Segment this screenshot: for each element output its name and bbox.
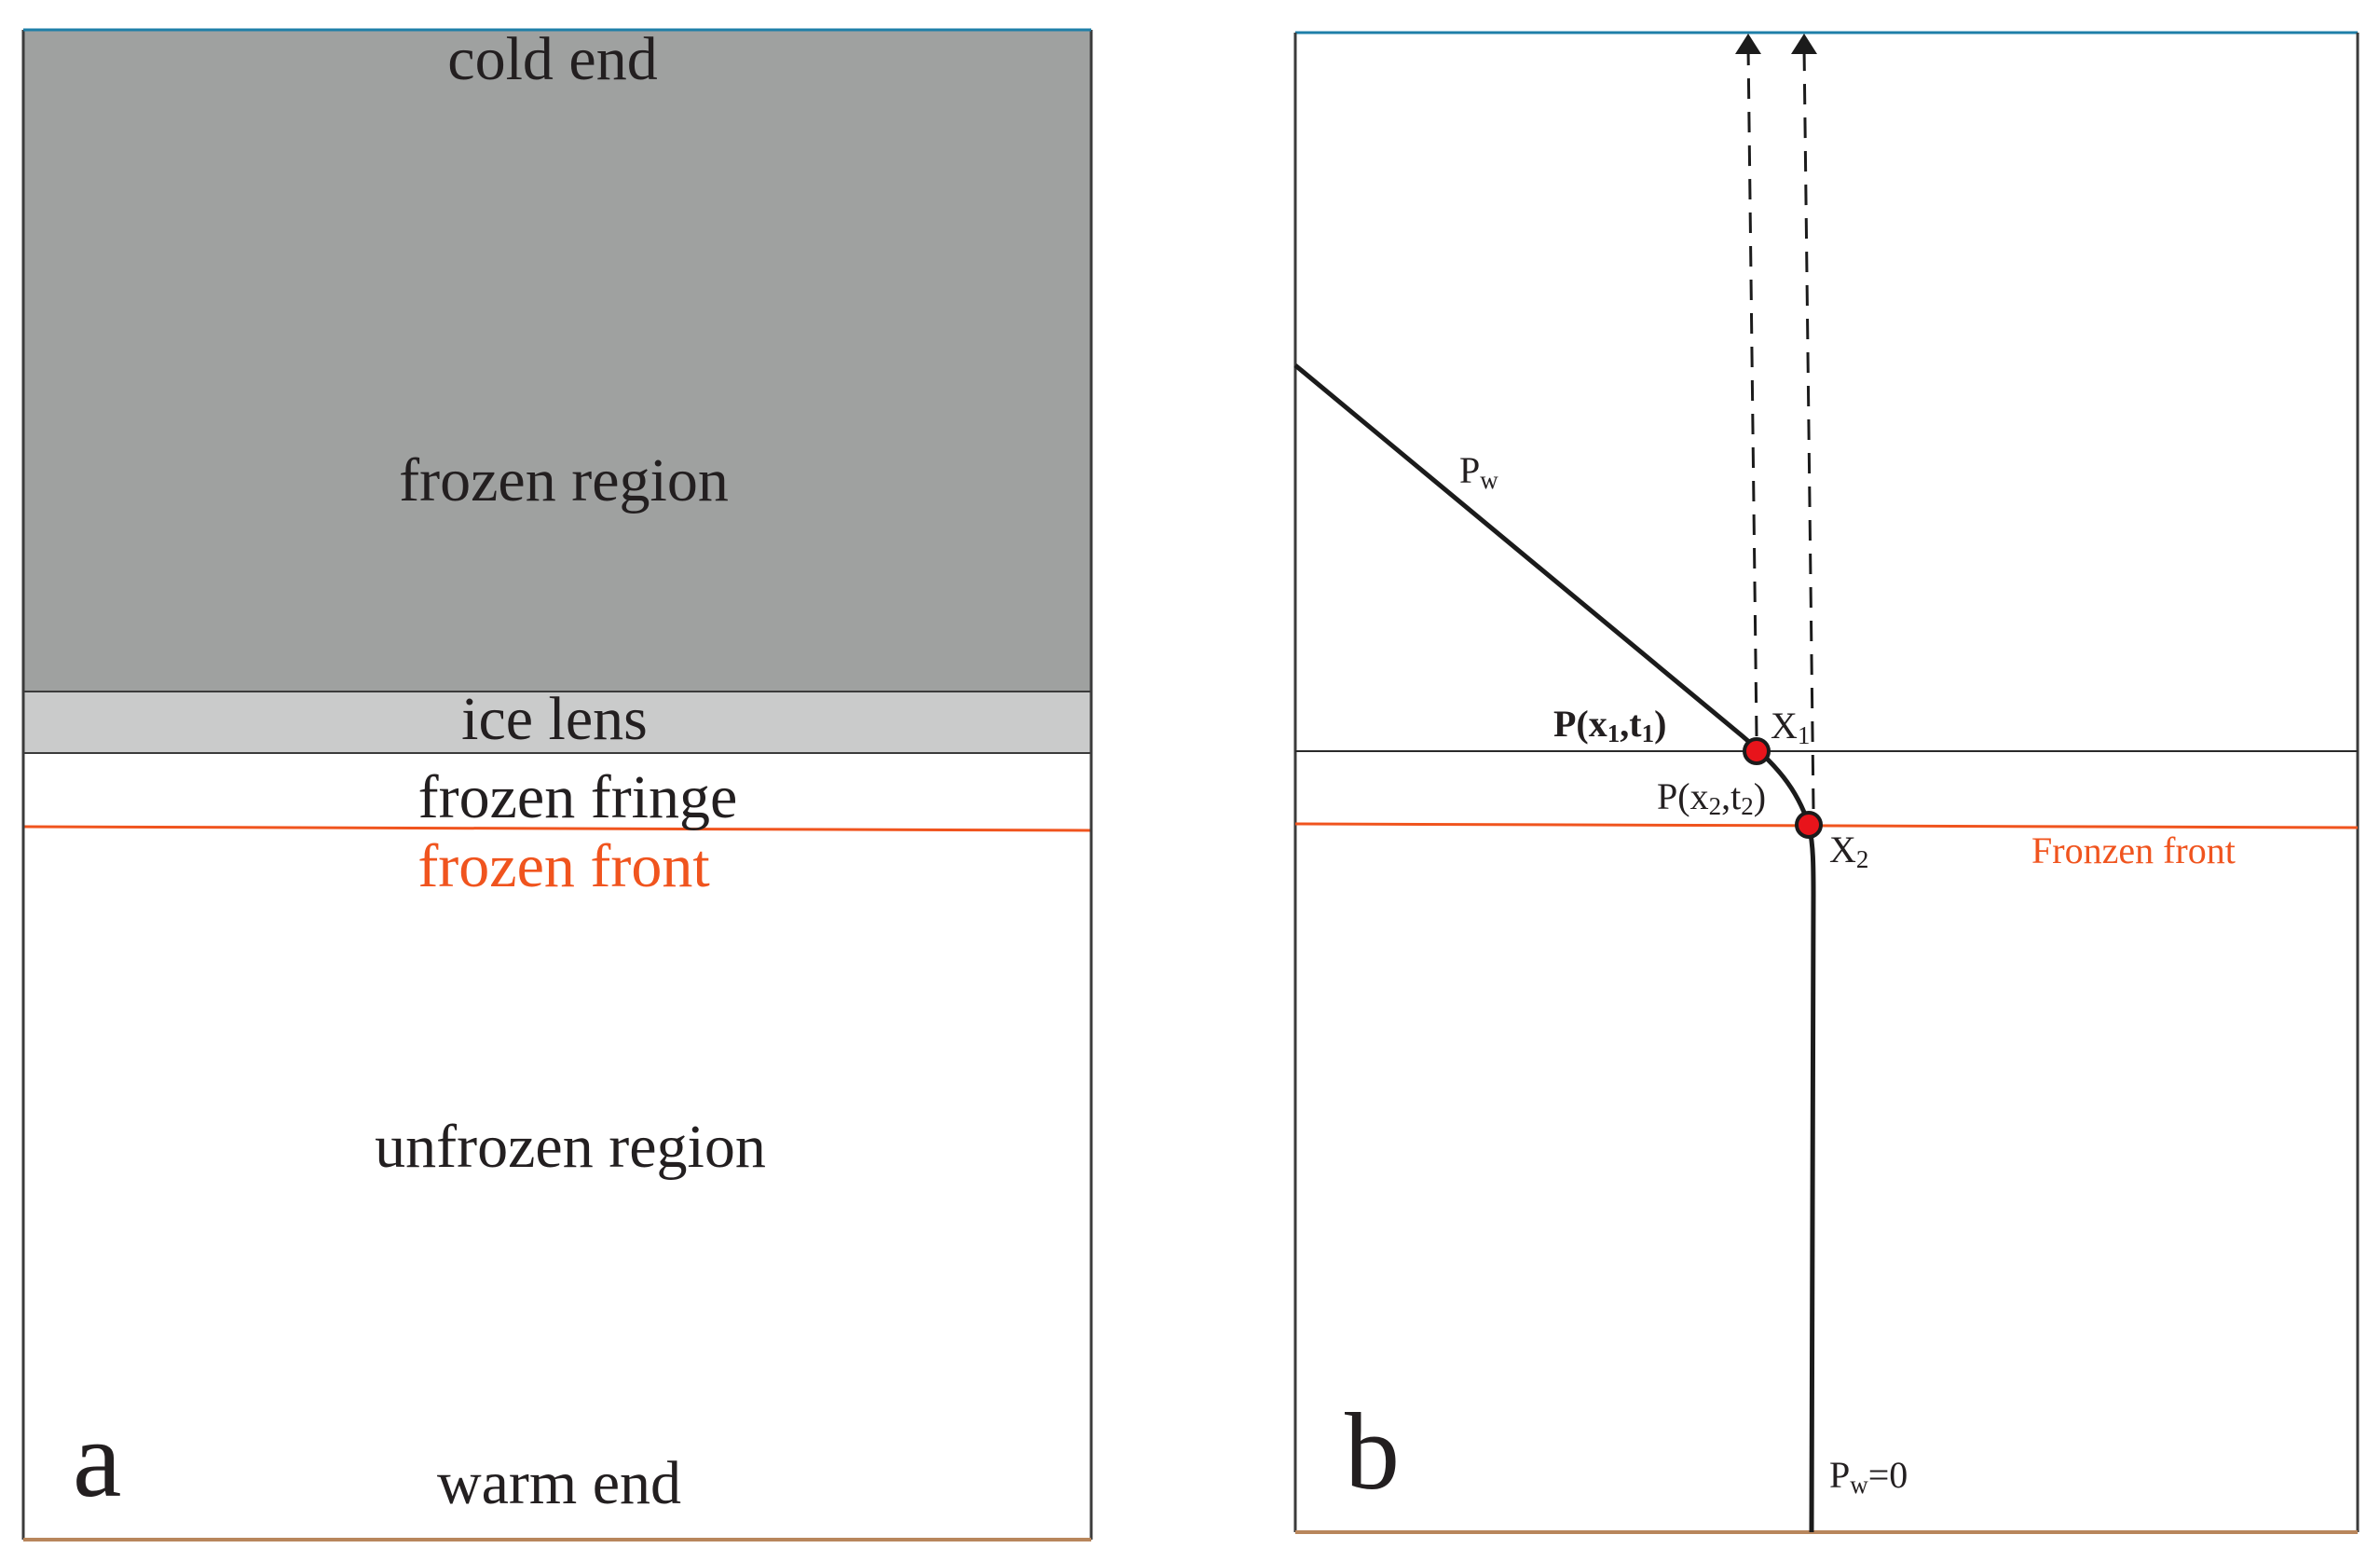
pressure-curve-unfrozen (1806, 824, 1816, 1533)
unfrozen-region-label: unfrozen region (375, 1113, 766, 1181)
dashed-arrow-1 (1746, 46, 1758, 737)
frozen-fringe-label: frozen fringe (418, 763, 738, 831)
point-x2-marker (1795, 811, 1823, 839)
pressure-curve-pw (1293, 363, 1812, 826)
x2-label: X2 (1829, 829, 1868, 873)
panel-a: cold end frozen region ice lens frozen f… (21, 25, 1093, 1541)
frozen-front-label-b: Fronzen front (2031, 829, 2236, 871)
panel-a-letter: a (73, 1398, 121, 1520)
frozen-region-label: frozen region (399, 446, 729, 514)
pw-label: Pw (1459, 449, 1498, 494)
ice-lens-fill (23, 692, 1091, 753)
dashed-arrow-2 (1802, 46, 1815, 810)
frozen-front-label: frozen front (417, 832, 709, 900)
arrow-head-2 (1791, 34, 1817, 54)
panel-b: Pw P(x1,t1) X1 P(x2,t2) X2 Fronzen front… (1293, 31, 2359, 1534)
frozen-region-fill (23, 30, 1091, 692)
arrow-head-1 (1735, 34, 1761, 54)
x1-label: X1 (1771, 705, 1810, 749)
cold-end-label: cold end (447, 25, 657, 93)
pw-zero-label: Pw=0 (1829, 1454, 1908, 1499)
frozen-front-line-b (1294, 822, 2359, 829)
p-x1-t1-label: P(x1,t1) (1553, 703, 1666, 747)
ice-lens-label: ice lens (461, 685, 648, 753)
warm-end-label: warm end (437, 1449, 681, 1517)
panel-b-letter: b (1345, 1391, 1400, 1513)
point-x1-marker (1743, 737, 1771, 765)
frozen-front-line-a (22, 825, 1092, 832)
p-x2-t2-label: P(x2,t2) (1657, 775, 1766, 820)
